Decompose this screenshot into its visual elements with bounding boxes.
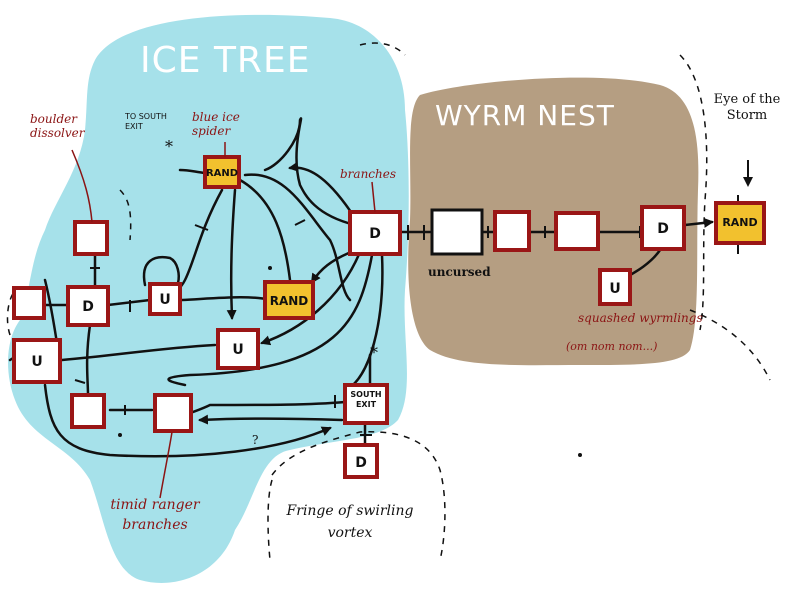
question-mark: ? — [252, 433, 258, 447]
u-left-label: U — [31, 354, 42, 370]
south-exit-label: SOUTH EXIT — [350, 390, 382, 409]
om-nom-note: (om nom nom...) — [566, 340, 657, 353]
d-bottom-label: D — [355, 455, 367, 471]
u-mid-label: U — [159, 292, 170, 308]
south-exit-label-wrap: SOUTH EXIT — [350, 390, 382, 409]
dot-marker-3 — [578, 453, 582, 457]
room-lower-left — [70, 393, 106, 429]
room-d-branches — [348, 210, 402, 256]
ice-tree-title: ICE TREE — [140, 40, 310, 81]
uncursed-note: uncursed — [428, 265, 491, 279]
room-rand-mid — [263, 280, 315, 320]
room-boulder — [73, 220, 109, 256]
spider-note-wrap: blue ice spider — [192, 110, 240, 138]
room-south-exit — [343, 383, 389, 425]
room-timid-ranger — [153, 393, 193, 433]
boulder-pointer — [71, 149, 93, 223]
eye-of-storm-note: Eye of the Storm — [713, 92, 781, 123]
squashed-wyrmlings-note: squashed wyrmlings — [578, 311, 703, 325]
d-left-label: D — [82, 299, 94, 315]
room-d-wyrm — [640, 205, 686, 251]
branches-note: branches — [340, 167, 396, 181]
branches-pointer — [371, 181, 376, 213]
room-d-left — [66, 285, 110, 327]
wyrm-nest-title: WYRM NEST — [435, 99, 615, 132]
room-wyrm-2 — [493, 210, 531, 252]
u-center-label: U — [232, 342, 243, 358]
south-star: * — [370, 343, 378, 362]
dot-marker — [268, 266, 272, 270]
d-wyrm-label: D — [657, 221, 669, 237]
vortex-fringe — [6, 42, 771, 561]
top-star: * — [165, 137, 173, 156]
timid-ranger-pointer — [159, 431, 173, 499]
room-u-left — [12, 338, 62, 384]
fringe-note: Fringe of swirling vortex — [286, 503, 414, 541]
fringe-wrap: Fringe of swirling vortex — [286, 503, 414, 541]
boulder-note-wrap: boulder dissolver — [30, 112, 85, 140]
rand-storm-label: RAND — [722, 216, 757, 229]
u-wyrm-label: U — [609, 281, 620, 297]
dot-marker-2 — [118, 433, 122, 437]
room-u-mid — [148, 282, 182, 316]
rand-mid-label: RAND — [270, 294, 309, 308]
boulder-dissolver-note: boulder dissolver — [30, 112, 85, 140]
blue-ice-spider-note: blue ice spider — [192, 110, 240, 138]
to-south-note-wrap: TO SOUTH EXIT — [125, 112, 167, 131]
d-branches-label: D — [369, 226, 381, 242]
timid-ranger-wrap: timid ranger branches — [110, 497, 200, 533]
room-wyrm-3 — [554, 211, 600, 251]
room-rand-top — [203, 155, 241, 189]
timid-ranger-note: timid ranger branches — [110, 497, 200, 533]
room-u-wyrm — [598, 268, 632, 306]
room-rand-storm — [714, 201, 766, 245]
room-uncursed — [430, 208, 484, 256]
to-south-exit-note: TO SOUTH EXIT — [125, 112, 167, 131]
rooms — [12, 155, 766, 479]
room-far-left — [12, 286, 46, 320]
room-u-center — [216, 328, 260, 370]
eye-storm-wrap: Eye of the Storm — [713, 92, 781, 123]
room-d-bottom — [343, 443, 379, 479]
rand-top-label: RAND — [206, 168, 238, 179]
